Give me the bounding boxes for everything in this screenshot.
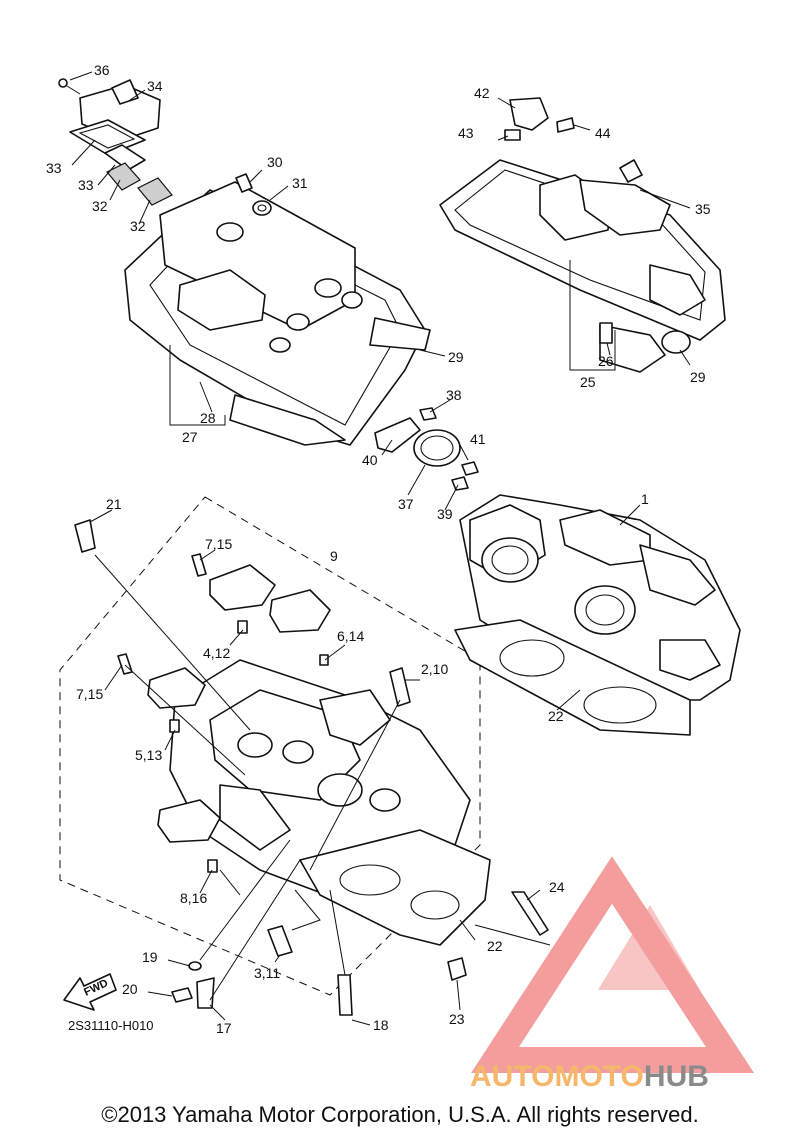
cylinder-head-cover-front (124, 181, 431, 446)
label-41: 41 (470, 431, 486, 447)
label-19: 19 (142, 949, 158, 965)
label-9: 9 (330, 548, 338, 564)
label-29b: 29 (690, 369, 706, 385)
drawing-code: 2S31110-H010 (68, 1018, 154, 1033)
head-gasket-left (299, 829, 491, 946)
label-33a: 33 (46, 160, 62, 176)
fwd-arrow-icon: FWD (63, 973, 117, 1011)
label-22b: 22 (487, 938, 503, 954)
washer-30-31 (235, 173, 272, 216)
label-38: 38 (446, 387, 462, 403)
label-18: 18 (373, 1017, 389, 1033)
label-6-14: 6,14 (337, 628, 364, 644)
label-24: 24 (549, 879, 565, 895)
subassembly-9-boundary (59, 496, 481, 996)
label-23: 23 (449, 1011, 465, 1027)
label-37: 37 (398, 496, 414, 512)
timing-plate-parts (374, 407, 479, 491)
head-gasket-right (454, 619, 691, 736)
label-34: 34 (147, 78, 163, 94)
label-17: 17 (216, 1020, 232, 1036)
label-28: 28 (200, 410, 216, 426)
label-25: 25 (580, 374, 596, 390)
label-7-15a: 7,15 (205, 536, 232, 552)
cylinder-head-cover-rear (439, 97, 726, 373)
label-8-16: 8,16 (180, 890, 207, 906)
label-44: 44 (595, 125, 611, 141)
label-36: 36 (94, 62, 110, 78)
label-40: 40 (362, 452, 378, 468)
watermark-logo (471, 856, 755, 1073)
label-43: 43 (458, 125, 474, 141)
label-26: 26 (598, 353, 614, 369)
label-32a: 32 (92, 198, 108, 214)
watermark-word-hub: HUB (644, 1060, 709, 1093)
label-20: 20 (122, 981, 138, 997)
label-27: 27 (182, 429, 198, 445)
label-22a: 22 (548, 708, 564, 724)
label-5-13: 5,13 (135, 747, 162, 763)
label-31: 31 (292, 175, 308, 191)
label-1: 1 (641, 491, 649, 507)
callout-labels: 36 34 33 33 32 32 30 31 29 28 27 42 43 4… (46, 62, 711, 1036)
copyright-notice: ©2013 Yamaha Motor Corporation, U.S.A. A… (101, 1102, 699, 1127)
label-32b: 32 (130, 218, 146, 234)
breather-cover-parts (58, 78, 173, 206)
label-42: 42 (474, 85, 490, 101)
label-33b: 33 (78, 177, 94, 193)
valve-train-small-parts (74, 519, 549, 1016)
label-39: 39 (437, 506, 453, 522)
label-35: 35 (695, 201, 711, 217)
label-30: 30 (267, 154, 283, 170)
label-29a: 29 (448, 349, 464, 365)
label-4-12: 4,12 (203, 645, 230, 661)
label-7-15b: 7,15 (76, 686, 103, 702)
label-21: 21 (106, 496, 122, 512)
label-2-10: 2,10 (421, 661, 448, 677)
watermark-wordmark: AUTOMOTOHUB (470, 1060, 709, 1093)
watermark-word-automoto: AUTOMOTO (470, 1060, 644, 1093)
leader-lines (69, 71, 691, 1026)
svg-text:AUTOMOTOHUB: AUTOMOTOHUB (470, 1060, 709, 1093)
label-3-11: 3,11 (254, 965, 280, 981)
